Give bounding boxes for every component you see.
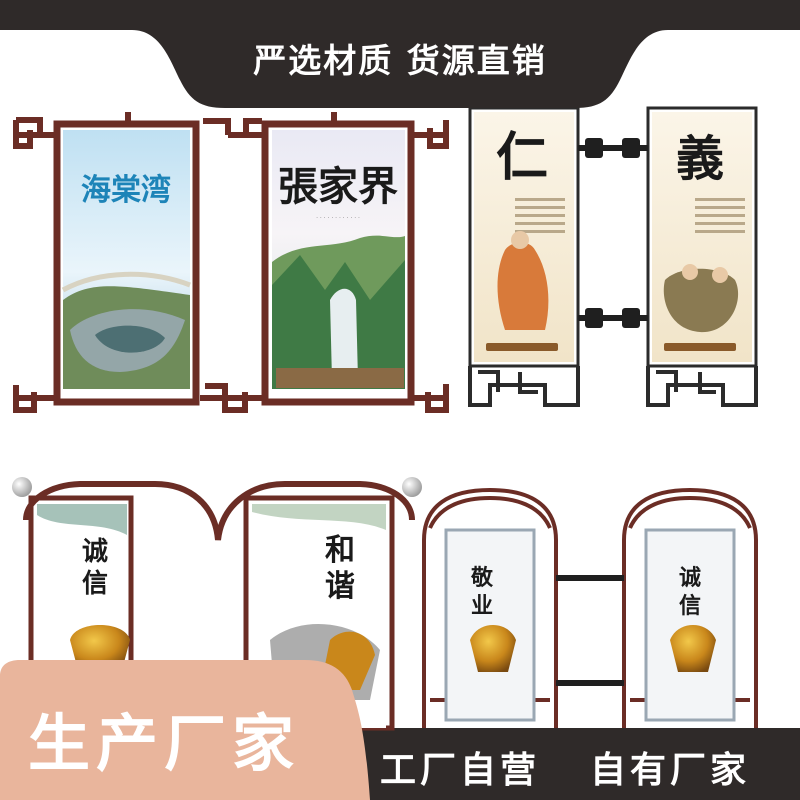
panel-2-title: 張家界 [278,163,398,210]
banner-title: 严选材质 货源直销 [253,41,547,80]
promo-label: 生产厂家 [28,707,301,780]
panel-connectors [578,138,648,328]
panel-7-title: 敬业 [470,565,494,619]
signboard-top-left [13,112,449,413]
svg-text:· · · · · · · · · · · ·: · · · · · · · · · · · · [316,215,360,222]
panel-1-title: 海棠湾 [81,173,171,208]
tag-own-factory: 自有厂家 [590,750,751,791]
panel-6-title: 和谐 [325,533,355,604]
tag-factory-operated: 工厂自营 [380,750,541,791]
panel-8-title: 诚信 [679,565,701,619]
panel-4-title: 義 [676,131,724,187]
top-banner [0,0,800,108]
promo-badge [0,660,370,800]
panel-3-title: 仁 [496,127,548,188]
panel-5-title: 诚信 [82,537,108,599]
